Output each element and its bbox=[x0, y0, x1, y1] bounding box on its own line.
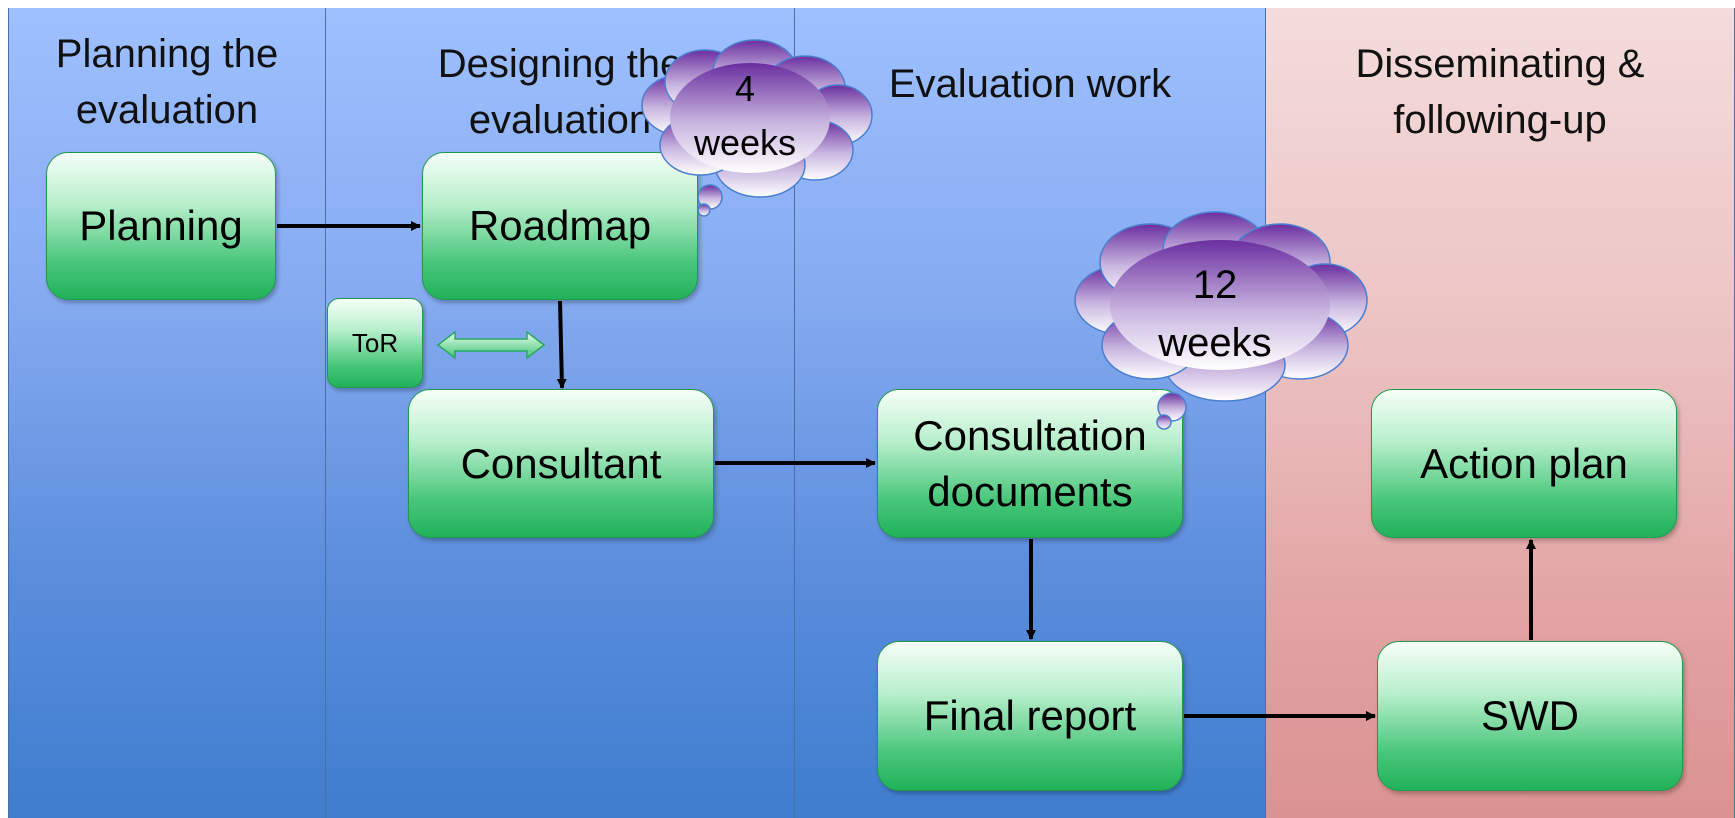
lane-title-disseminating: Disseminating & following-up bbox=[1355, 42, 1645, 142]
roadmap-label: Roadmap bbox=[468, 202, 652, 249]
cloud-12-weeks bbox=[1074, 211, 1368, 430]
tor-box: ToR bbox=[327, 298, 423, 388]
duration-12-weeks: 12 weeks bbox=[1158, 263, 1272, 365]
lane-planning: Planning the evaluation bbox=[8, 8, 326, 818]
action-plan-box: Action plan bbox=[1371, 389, 1677, 538]
swd-box: SWD bbox=[1377, 641, 1683, 791]
arrow-roadmap-to-consultant bbox=[556, 300, 567, 389]
action-plan-label: Action plan bbox=[1420, 439, 1628, 487]
final-report-box: Final report bbox=[877, 641, 1183, 791]
consultation-documents-label: Consultation documents bbox=[913, 411, 1147, 515]
lane-title-evaluation-work: Evaluation work bbox=[888, 62, 1172, 106]
swd-label: SWD bbox=[1481, 692, 1579, 739]
final-report-label: Final report bbox=[923, 692, 1137, 739]
lane-title-planning: Planning the evaluation bbox=[55, 32, 279, 132]
consultant-label: Consultant bbox=[460, 439, 662, 487]
planning-box: Planning bbox=[46, 152, 276, 300]
cloud-4-weeks bbox=[641, 39, 873, 217]
planning-label: Planning bbox=[79, 202, 243, 249]
tor-double-arrow bbox=[436, 330, 546, 360]
consultation-documents-box: Consultation documents bbox=[877, 389, 1183, 538]
consultant-box: Consultant bbox=[408, 389, 714, 538]
roadmap-box: Roadmap bbox=[422, 152, 698, 300]
tor-label: ToR bbox=[351, 328, 399, 358]
duration-4-weeks: 4 weeks bbox=[693, 68, 797, 163]
